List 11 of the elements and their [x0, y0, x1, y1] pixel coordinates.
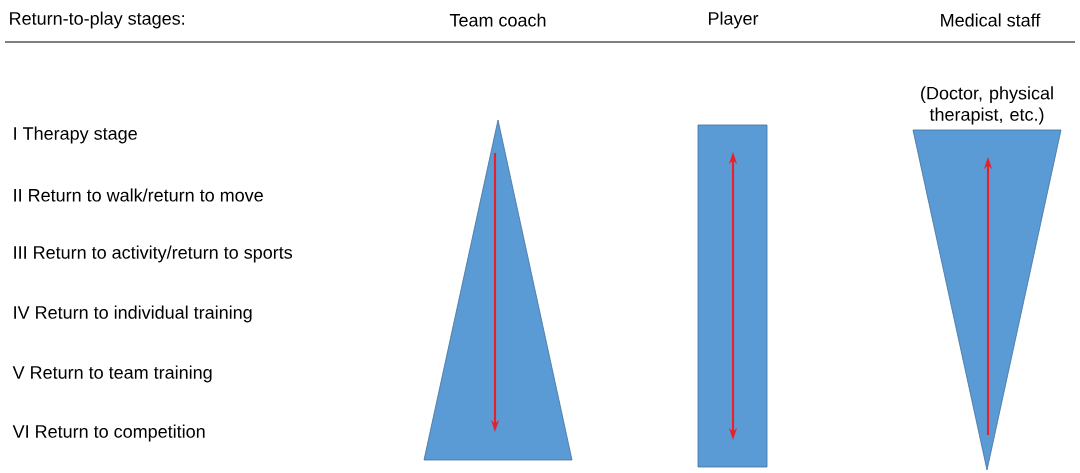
column-heading: Team coach — [449, 13, 546, 27]
stage-label: I Therapy stage — [14, 126, 137, 144]
stage-label: V Return to team training — [12, 365, 212, 383]
stage-label: IV Return to individual training — [14, 305, 252, 323]
stage-label: III Return to activity/return to sports — [14, 245, 293, 263]
stage-label: II Return to walk/return to move — [14, 188, 263, 202]
column-note: (Doctor, physical therapist, etc.) — [921, 86, 1053, 125]
stage-label: VI Return to competition — [12, 424, 205, 442]
column-heading: Return-to-play stages: — [10, 11, 184, 29]
column-heading: Medical staff — [941, 13, 1041, 27]
column-heading: Player — [709, 11, 759, 29]
